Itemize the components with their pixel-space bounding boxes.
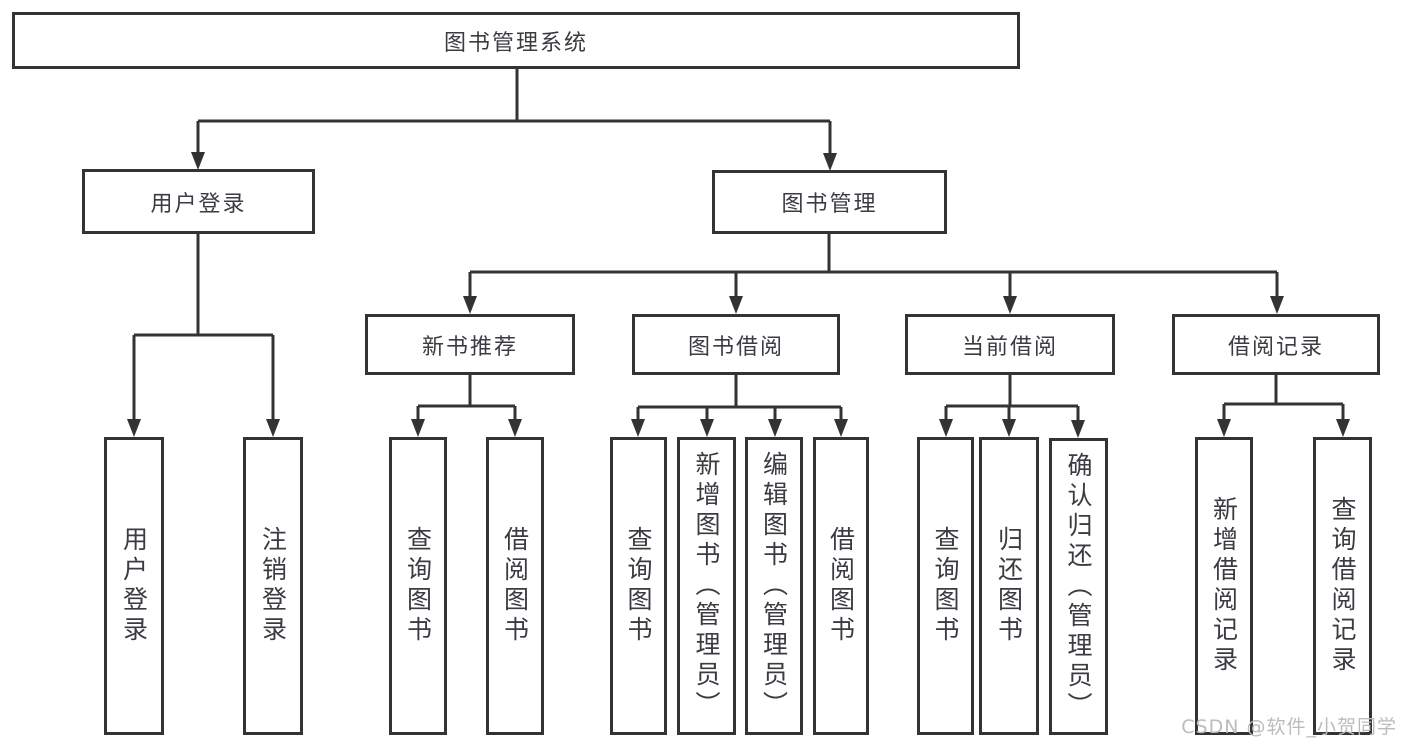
leaf-bb-query-book: 查询图书 xyxy=(610,437,667,735)
leaf-nb-query-book: 查询图书 xyxy=(389,437,447,735)
leaf-rec-query-record: 查询借阅记录 xyxy=(1313,437,1372,735)
leaf-cb-return-book-label: 归还图书 xyxy=(994,526,1024,646)
arrowheads xyxy=(127,152,1350,438)
leaf-bb-add-book-admin-label: 新增图书（管理员） xyxy=(692,451,721,721)
node-book-borrowing: 图书借阅 xyxy=(632,314,840,375)
leaf-rec-add-record-label: 新增借阅记录 xyxy=(1209,496,1239,676)
watermark: CSDN @软件_小贺同学 xyxy=(1181,716,1397,738)
leaf-cb-confirm-return-admin-label: 确认归还（管理员） xyxy=(1064,451,1093,722)
node-book-management-label: 图书管理 xyxy=(781,192,878,217)
leaf-cb-return-book: 归还图书 xyxy=(979,437,1039,735)
leaf-nb-query-book-label: 查询图书 xyxy=(403,526,433,646)
node-book-borrowing-label: 图书借阅 xyxy=(687,334,784,360)
leaf-bb-borrow-book-label: 借阅图书 xyxy=(826,526,856,646)
node-user-login-label: 用户登录 xyxy=(150,191,247,217)
leaf-cb-confirm-return-admin: 确认归还（管理员） xyxy=(1049,438,1108,735)
leaf-bb-add-book-admin: 新增图书（管理员） xyxy=(677,437,736,735)
node-new-book-recommend-label: 新书推荐 xyxy=(421,334,518,360)
leaf-rec-add-record: 新增借阅记录 xyxy=(1195,437,1253,735)
node-root-label: 图书管理系统 xyxy=(443,30,588,56)
node-new-book-recommend: 新书推荐 xyxy=(365,314,575,375)
node-current-borrowing-label: 当前借阅 xyxy=(961,334,1058,360)
leaf-user-login: 用户登录 xyxy=(104,437,164,735)
leaf-logout: 注销登录 xyxy=(243,437,303,735)
leaf-bb-edit-book-admin: 编辑图书（管理员） xyxy=(745,437,803,735)
leaf-bb-query-book-label: 查询图书 xyxy=(624,526,653,646)
node-borrow-records: 借阅记录 xyxy=(1172,314,1380,375)
node-user-login: 用户登录 xyxy=(82,169,315,234)
leaf-cb-query-book: 查询图书 xyxy=(917,437,974,735)
node-borrow-records-label: 借阅记录 xyxy=(1227,334,1324,360)
leaf-bb-edit-book-admin-label: 编辑图书（管理员） xyxy=(759,451,789,721)
leaf-cb-query-book-label: 查询图书 xyxy=(931,526,960,646)
leaf-rec-query-record-label: 查询借阅记录 xyxy=(1328,496,1357,676)
node-root: 图书管理系统 xyxy=(12,12,1020,69)
leaf-nb-borrow-book-label: 借阅图书 xyxy=(500,526,530,646)
node-book-management: 图书管理 xyxy=(712,170,947,234)
leaf-user-login-label: 用户登录 xyxy=(119,526,149,646)
node-current-borrowing: 当前借阅 xyxy=(905,314,1115,375)
leaf-bb-borrow-book: 借阅图书 xyxy=(813,437,869,735)
leaf-nb-borrow-book: 借阅图书 xyxy=(486,437,544,735)
leaf-logout-label: 注销登录 xyxy=(258,526,288,646)
